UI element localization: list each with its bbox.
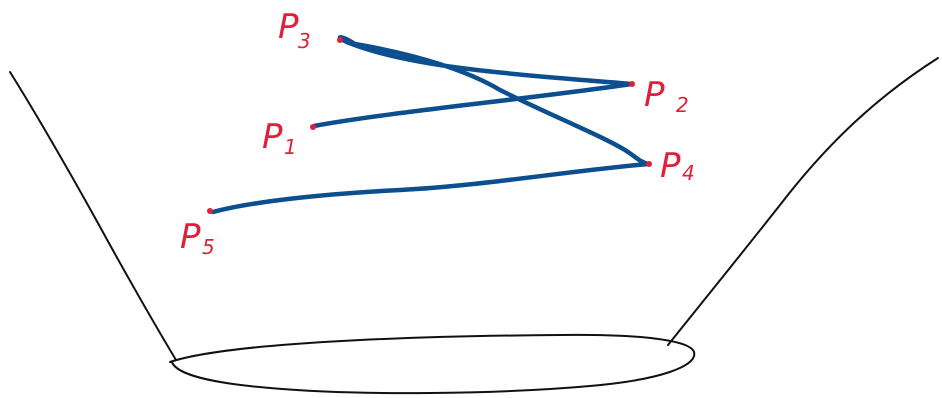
label-p5-subscript: 5 (202, 235, 215, 259)
label-p2-letter: P (644, 75, 665, 115)
label-p4: P 4 (660, 146, 695, 186)
point-p1-marker (310, 124, 316, 130)
label-p4-subscript: 4 (682, 161, 695, 185)
point-p4-marker (646, 161, 652, 167)
label-p2-subscript: 2 (676, 93, 689, 117)
label-p3-letter: P (278, 7, 299, 47)
label-p2: P 2 (644, 75, 689, 117)
container-base-ellipse (169, 333, 696, 395)
container-left-wall (9, 71, 177, 361)
label-p1-subscript: 1 (284, 135, 297, 159)
container-right-wall (667, 57, 939, 346)
label-p4-letter: P (660, 146, 681, 186)
point-p5-marker (207, 208, 213, 214)
point-p2-marker (629, 81, 635, 87)
label-p5: P 5 (180, 217, 215, 259)
label-p3: P 3 (278, 7, 311, 53)
label-p1-letter: P (262, 117, 283, 157)
point-p3-marker (337, 37, 343, 43)
label-p5-letter: P (180, 217, 201, 257)
label-p3-subscript: 3 (298, 29, 311, 53)
label-p1: P 1 (262, 117, 297, 159)
